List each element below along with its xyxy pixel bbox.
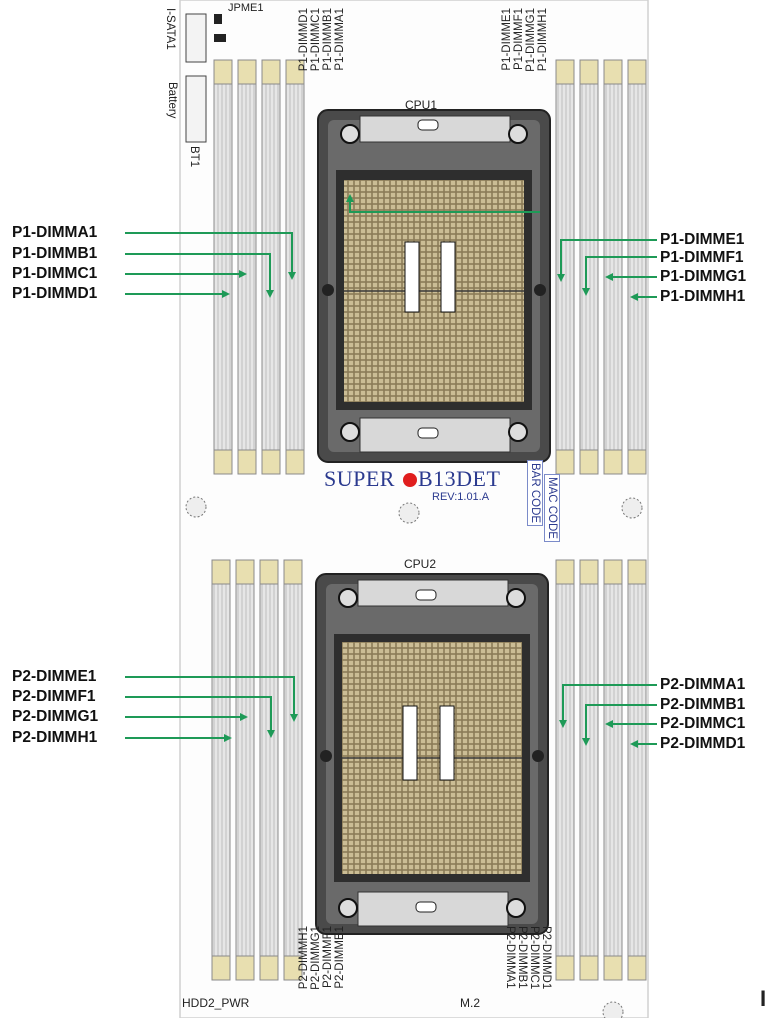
edge-mark: I xyxy=(760,986,767,1011)
dimm-slots-bottom-left xyxy=(211,559,303,981)
brand-prefix: SUPER xyxy=(324,466,395,491)
dimm-slot xyxy=(579,59,599,475)
dimm-slot xyxy=(235,559,255,981)
dimm-slot xyxy=(627,559,647,981)
jpme1-label: JPME1 xyxy=(228,2,264,14)
dimm-slots-bottom-right xyxy=(555,559,647,981)
dimm-slot xyxy=(603,59,623,475)
dimm-slot xyxy=(627,59,647,475)
bt1-label: BT1 xyxy=(188,146,200,168)
callout-p1-dimme1: P1-DIMME1 xyxy=(660,231,745,248)
callout-p2-dimmb1: P2-DIMMB1 xyxy=(660,696,746,713)
isata1-label: I-SATA1 xyxy=(164,8,176,50)
slot-label: P1-DIMMD1 xyxy=(298,8,310,72)
callout-p2-dimmd1: P2-DIMMD1 xyxy=(660,735,746,752)
callout-p1-dimmh1: P1-DIMMH1 xyxy=(660,288,746,305)
slot-label: P2-DIMMH1 xyxy=(298,926,310,990)
cpu2-socket xyxy=(315,573,549,935)
battery-holder xyxy=(185,75,207,143)
slot-label: P1-DIMMH1 xyxy=(537,8,549,72)
dimm-slot xyxy=(555,59,575,475)
slot-label: P1-DIMME1 xyxy=(501,8,513,71)
hdd2-pwr-label: HDD2_PWR xyxy=(182,996,250,1010)
callout-p2-dimme1: P2-DIMME1 xyxy=(12,668,97,685)
dimm-slot xyxy=(603,559,623,981)
slot-label: P2-DIMMD1 xyxy=(540,926,552,990)
bar-code-label: BAR CODE xyxy=(527,460,543,527)
slot-label: P1-DIMMF1 xyxy=(513,8,525,70)
cpu1-socket xyxy=(317,109,551,463)
slot-label: P1-DIMMG1 xyxy=(525,8,537,72)
slot-label: P2-DIMMC1 xyxy=(528,926,540,990)
isata1-connector xyxy=(185,13,207,63)
dimm-slot xyxy=(211,559,231,981)
slot-label: P1-DIMMA1 xyxy=(334,8,346,71)
callout-p2-dimmc1: P2-DIMMC1 xyxy=(660,715,746,732)
cpu1-label: CPU1 xyxy=(405,98,438,112)
dimm-slot xyxy=(283,559,303,981)
dimm-slot xyxy=(555,559,575,981)
dimm-slot xyxy=(285,59,305,475)
battery-label: Battery xyxy=(166,82,178,119)
jpme1-jumper-2 xyxy=(214,34,226,42)
jpme1-jumper xyxy=(214,14,222,24)
callout-p1-dimma1: P1-DIMMA1 xyxy=(12,224,98,241)
callout-p2-dimmh1: P2-DIMMH1 xyxy=(12,729,98,746)
brand-logo-dot xyxy=(403,473,417,487)
dimm-slot xyxy=(579,559,599,981)
callout-p1-dimmd1: P1-DIMMD1 xyxy=(12,285,98,302)
dimm-slot xyxy=(237,59,257,475)
callout-p1-dimmg1: P1-DIMMG1 xyxy=(660,268,747,285)
mounting-holes xyxy=(185,496,643,1018)
callout-p1-dimmc1: P1-DIMMC1 xyxy=(12,265,98,282)
mac-code-label: MAC CODE xyxy=(544,474,560,542)
dimm-slots-top-right xyxy=(555,59,647,475)
callout-p2-dimmf1: P2-DIMMF1 xyxy=(12,688,96,705)
callout-p2-dimma1: P2-DIMMA1 xyxy=(660,676,746,693)
callout-p1-dimmb1: P1-DIMMB1 xyxy=(12,245,98,262)
board-revision: REV:1.01.A xyxy=(432,491,490,503)
dimm-slot xyxy=(259,559,279,981)
slot-label: P2-DIMMG1 xyxy=(310,926,322,990)
dimm-slot xyxy=(213,59,233,475)
callout-arrows xyxy=(125,194,657,748)
callout-p1-dimmf1: P1-DIMMF1 xyxy=(660,249,744,266)
slot-label: P2-DIMMB1 xyxy=(516,926,528,989)
board-model: B13DET xyxy=(418,466,501,491)
cpu2-label: CPU2 xyxy=(404,557,437,571)
slot-label: P2-DIMME1 xyxy=(334,926,346,989)
slot-label: P2-DIMMA1 xyxy=(504,926,516,989)
m2-label: M.2 xyxy=(460,996,481,1010)
slot-label: P1-DIMMB1 xyxy=(322,8,334,71)
slot-label: P1-DIMMC1 xyxy=(310,8,322,72)
slot-label: P2-DIMMF1 xyxy=(322,926,334,988)
callout-p2-dimmg1: P2-DIMMG1 xyxy=(12,708,99,725)
